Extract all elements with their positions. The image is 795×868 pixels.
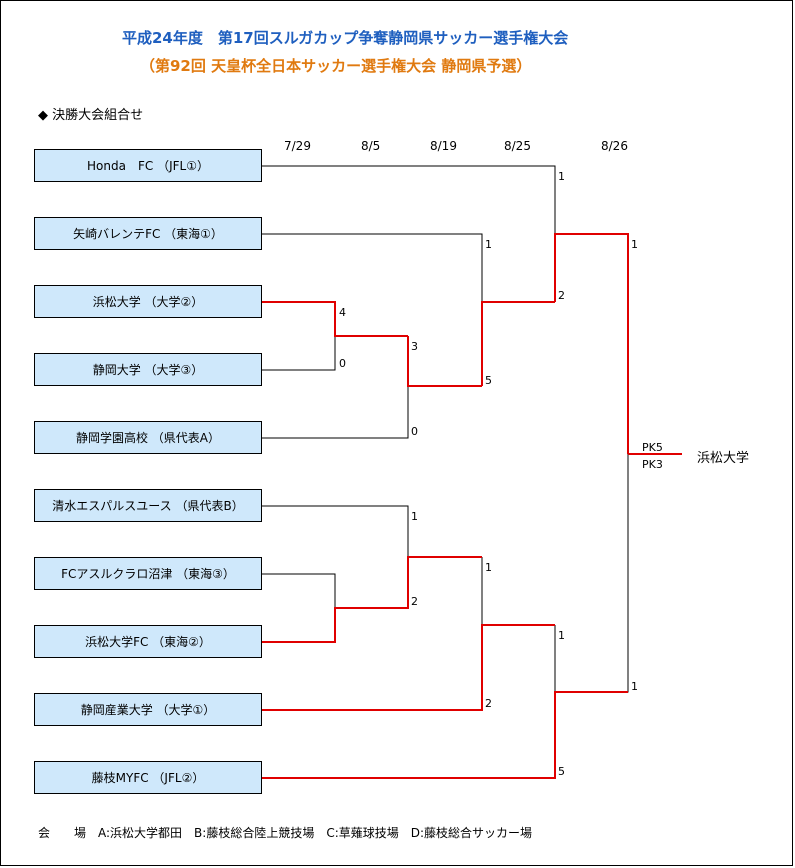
team-box-shizuoka-univ: 静岡大学 （大学③） <box>34 353 262 386</box>
line-hamamatsu-r3 <box>481 301 555 386</box>
team-box-hamamatsu-univ-fc: 浜松大学FC （東海②） <box>34 625 262 658</box>
tournament-subtitle: （第92回 天皇杯全日本サッカー選手権大会 静岡県予選） <box>140 57 532 75</box>
line-hamamatsu-sf <box>554 233 629 454</box>
score-r2b-sangyo: 2 <box>485 697 492 710</box>
team-box-shizuoka-sangyo-univ: 静岡産業大学 （大学①） <box>34 693 262 726</box>
section-label: ◆ 決勝大会組合せ <box>38 108 144 123</box>
score-final-top: 1 <box>631 238 638 251</box>
score-sfb-winner: 1 <box>558 629 565 642</box>
line-azul-claro <box>262 573 336 608</box>
line-s-pulse-youth <box>262 505 409 557</box>
score-r2a-gakuen: 0 <box>411 425 418 438</box>
team-box-hamamatsu-univ: 浜松大学 （大学②） <box>34 285 262 318</box>
date-final: 8/26 <box>601 139 628 153</box>
score-final-bottom: 1 <box>631 680 638 693</box>
score-r2b-winner: 1 <box>485 561 492 574</box>
tournament-title: 平成24年度 第17回スルガカップ争奪静岡県サッカー選手権大会 <box>122 29 569 47</box>
line-hamamatsu-fc-r1 <box>262 556 482 643</box>
team-box-shizuoka-gakuen: 静岡学園高校 （県代表A） <box>34 421 262 454</box>
date-round3: 8/19 <box>430 139 457 153</box>
line-sangyo <box>262 624 555 711</box>
date-round2: 8/5 <box>361 139 381 153</box>
team-box-fujieda-myfc: 藤枝MYFC （JFL②） <box>34 761 262 794</box>
champion-label: 浜松大学 <box>697 451 750 466</box>
score-r1a-shizuoka: 0 <box>339 357 346 370</box>
score-sfa-winner: 2 <box>558 289 565 302</box>
pk-score-bottom: PK3 <box>642 458 663 471</box>
score-r3a-winner: 5 <box>485 374 492 387</box>
line-final-lower <box>554 454 629 693</box>
team-box-honda-fc: Honda FC （JFL①） <box>34 149 262 182</box>
team-box-azul-claro-numazu: FCアスルクラロ沼津 （東海③） <box>34 557 262 590</box>
score-r2a-winner: 3 <box>411 340 418 353</box>
score-r3a-yazaki: 1 <box>485 238 492 251</box>
date-semifinal: 8/25 <box>504 139 531 153</box>
team-box-shimizu-s-pulse-youth: 清水エスパルスユース （県代表B） <box>34 489 262 522</box>
venue-list: 会 場 A:浜松大学都田 B:藤枝総合陸上競技場 C:草薙球技場 D:藤枝総合サ… <box>38 826 533 840</box>
score-r1a-hamamatsu: 4 <box>339 306 346 319</box>
score-sfa-honda: 1 <box>558 170 565 183</box>
line-shizuoka-gakuen <box>262 386 409 439</box>
score-r1b-s-pulse: 1 <box>411 510 418 523</box>
score-sfb-fujieda: 5 <box>558 765 565 778</box>
score-r1b-winner: 2 <box>411 595 418 608</box>
date-round1: 7/29 <box>284 139 311 153</box>
line-shizuoka-univ <box>262 336 336 371</box>
pk-score-top: PK5 <box>642 441 663 454</box>
line-hamamatsu-r1 <box>262 301 408 337</box>
team-box-yazaki-valente: 矢崎バレンテFC （東海①） <box>34 217 262 250</box>
line-yazaki <box>262 233 483 302</box>
line-fujieda <box>262 691 628 779</box>
line-hamamatsu-r2 <box>407 336 482 387</box>
line-honda <box>262 165 556 234</box>
